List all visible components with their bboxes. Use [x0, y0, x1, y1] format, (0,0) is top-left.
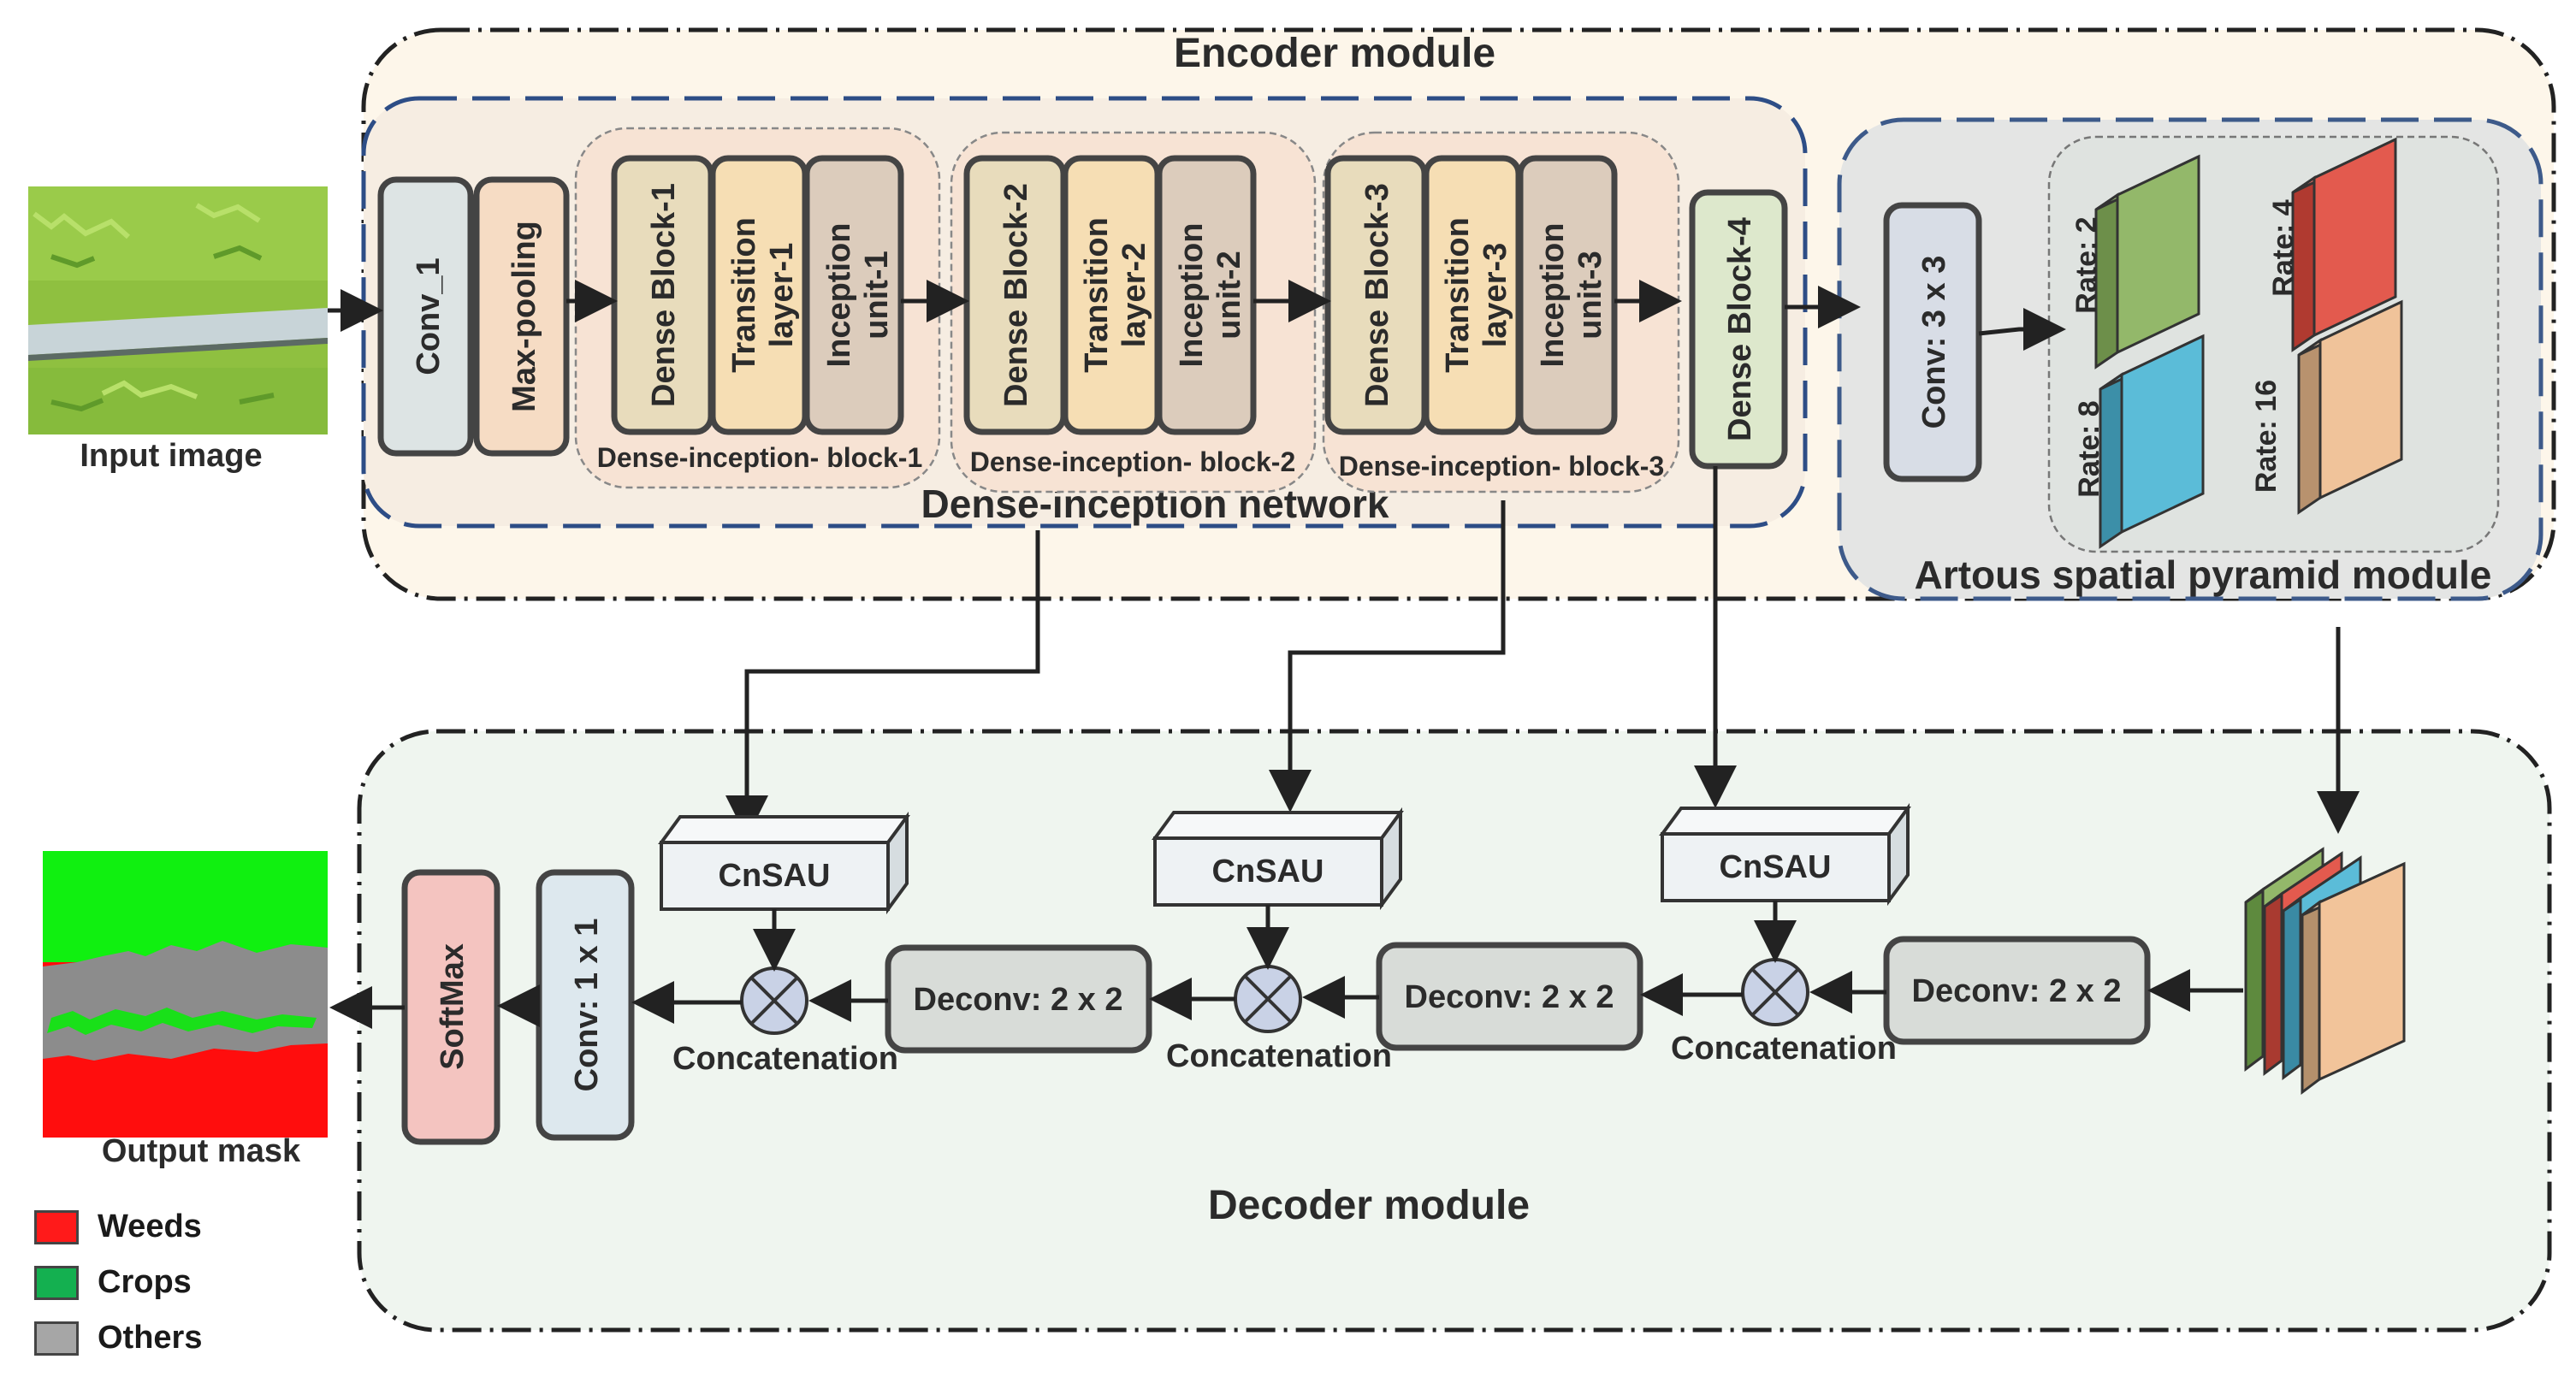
aspp-label: Artous spatial pyramid module — [1915, 553, 2492, 597]
deconv-2: Deconv: 2 x 2 — [1376, 942, 1643, 1051]
conv1-label: Conv_1 — [411, 257, 447, 375]
crops-swatch — [34, 1265, 79, 1300]
inception-unit-3-line1: Inception — [1535, 223, 1571, 368]
dense-inception-block-3-caption: Dense-inception- block-3 — [1339, 451, 1665, 482]
others-swatch — [34, 1321, 79, 1356]
softmax-label: SoftMax — [435, 943, 471, 1070]
maxpool-label: Max-pooling — [506, 221, 542, 412]
deconv-1: Deconv: 2 x 2 — [885, 944, 1152, 1054]
legend-item-others: Others — [34, 1320, 202, 1356]
rate-16-cuboid: Rate: 16 — [2250, 299, 2403, 515]
transition-layer-3-line1: Transition — [1440, 217, 1476, 373]
aspp-feature-stack — [2244, 847, 2406, 1095]
inception-unit-2-line2: unit-2 — [1211, 251, 1247, 339]
legend-others-label: Others — [98, 1320, 203, 1356]
cnsau-1: CnSAU — [658, 811, 910, 915]
legend-item-weeds: Weeds — [34, 1209, 202, 1245]
dense-inception-block-3: Dense Block-3 Transition layer-3 Incepti… — [1322, 131, 1680, 494]
encoder-title: Encoder module — [1174, 31, 1495, 76]
weeds-swatch — [34, 1209, 79, 1244]
dense-inception-block-2-caption: Dense-inception- block-2 — [970, 446, 1296, 477]
aspp-conv-block: Conv: 3 x 3 — [1883, 202, 1982, 482]
deconv-3-label: Deconv: 2 x 2 — [1912, 973, 2122, 1009]
maxpool-block: Max-pooling — [473, 176, 570, 457]
concat-op-2: Concatenation — [1166, 965, 1392, 1074]
output-mask — [43, 851, 328, 1138]
conv1-block: Conv_1 — [377, 176, 474, 457]
transition-layer-3-line2: layer-3 — [1477, 243, 1513, 348]
rate-2-label: Rate: 2 — [2070, 216, 2103, 313]
legend-crops-label: Crops — [98, 1264, 192, 1300]
legend-item-crops: Crops — [34, 1264, 192, 1301]
rate-4-cuboid: Rate: 4 — [2267, 137, 2397, 352]
decoder-connectors — [329, 901, 2243, 1029]
dense-block-2-label: Dense Block-2 — [998, 183, 1034, 407]
input-image — [28, 186, 328, 434]
transition-layer-1-line2: layer-1 — [764, 243, 800, 348]
encoder-connectors — [328, 280, 2066, 351]
cnsau-1-label: CnSAU — [719, 858, 831, 894]
deconv-3: Deconv: 2 x 2 — [1883, 936, 2151, 1045]
transition-layer-1-line1: Transition — [726, 217, 762, 373]
dense-inception-block-2: Dense Block-2 Transition layer-2 Incepti… — [950, 131, 1317, 494]
transition-layer-2-line2: layer-2 — [1116, 243, 1152, 348]
aspp-conv-label: Conv: 3 x 3 — [1916, 256, 1952, 429]
dense-block-4-label: Dense Block-4 — [1722, 217, 1758, 441]
softmax-block: SoftMax — [401, 869, 500, 1145]
deconv-2-label: Deconv: 2 x 2 — [1405, 979, 1614, 1015]
concat-op-3: Concatenation — [1671, 958, 1897, 1067]
inception-unit-2-line1: Inception — [1174, 223, 1210, 368]
skip-connections — [725, 466, 2360, 838]
inception-unit-1-line1: Inception — [821, 223, 857, 368]
dense-block-4: Dense Block-4 — [1689, 189, 1788, 470]
dense-block-3-label: Dense Block-3 — [1359, 183, 1395, 407]
transition-layer-2-line1: Transition — [1079, 217, 1115, 373]
rate-8-label: Rate: 8 — [2073, 400, 2105, 497]
cnsau-3-label: CnSAU — [1720, 849, 1832, 885]
input-image-label: Input image — [80, 438, 262, 474]
concat-3-label: Concatenation — [1671, 1031, 1897, 1067]
cnsau-2: CnSAU — [1152, 807, 1404, 911]
rate-8-cuboid: Rate: 8 — [2073, 334, 2205, 549]
dense-inception-block-1-caption: Dense-inception- block-1 — [597, 442, 923, 473]
conv-1x1-block: Conv: 1 x 1 — [536, 869, 635, 1141]
inception-unit-1-line2: unit-1 — [859, 251, 895, 339]
concat-1-label: Concatenation — [672, 1041, 898, 1077]
dense-inception-block-1: Dense Block-1 Transition layer-1 Incepti… — [574, 127, 941, 489]
inception-unit-3-line2: unit-3 — [1572, 251, 1608, 339]
output-mask-label: Output mask — [102, 1133, 301, 1169]
cnsau-3: CnSAU — [1659, 802, 1911, 907]
rate-16-label: Rate: 16 — [2250, 380, 2283, 493]
conv-1x1-label: Conv: 1 x 1 — [569, 919, 605, 1092]
concat-2-label: Concatenation — [1166, 1038, 1392, 1074]
decoder-title: Decoder module — [1208, 1183, 1530, 1228]
dense-block-1-label: Dense Block-1 — [646, 183, 682, 407]
rate-2-cuboid: Rate: 2 — [2070, 154, 2200, 369]
cnsau-2-label: CnSAU — [1212, 854, 1324, 889]
rate-4-label: Rate: 4 — [2267, 199, 2300, 296]
deconv-1-label: Deconv: 2 x 2 — [914, 982, 1123, 1018]
legend-weeds-label: Weeds — [98, 1209, 202, 1244]
